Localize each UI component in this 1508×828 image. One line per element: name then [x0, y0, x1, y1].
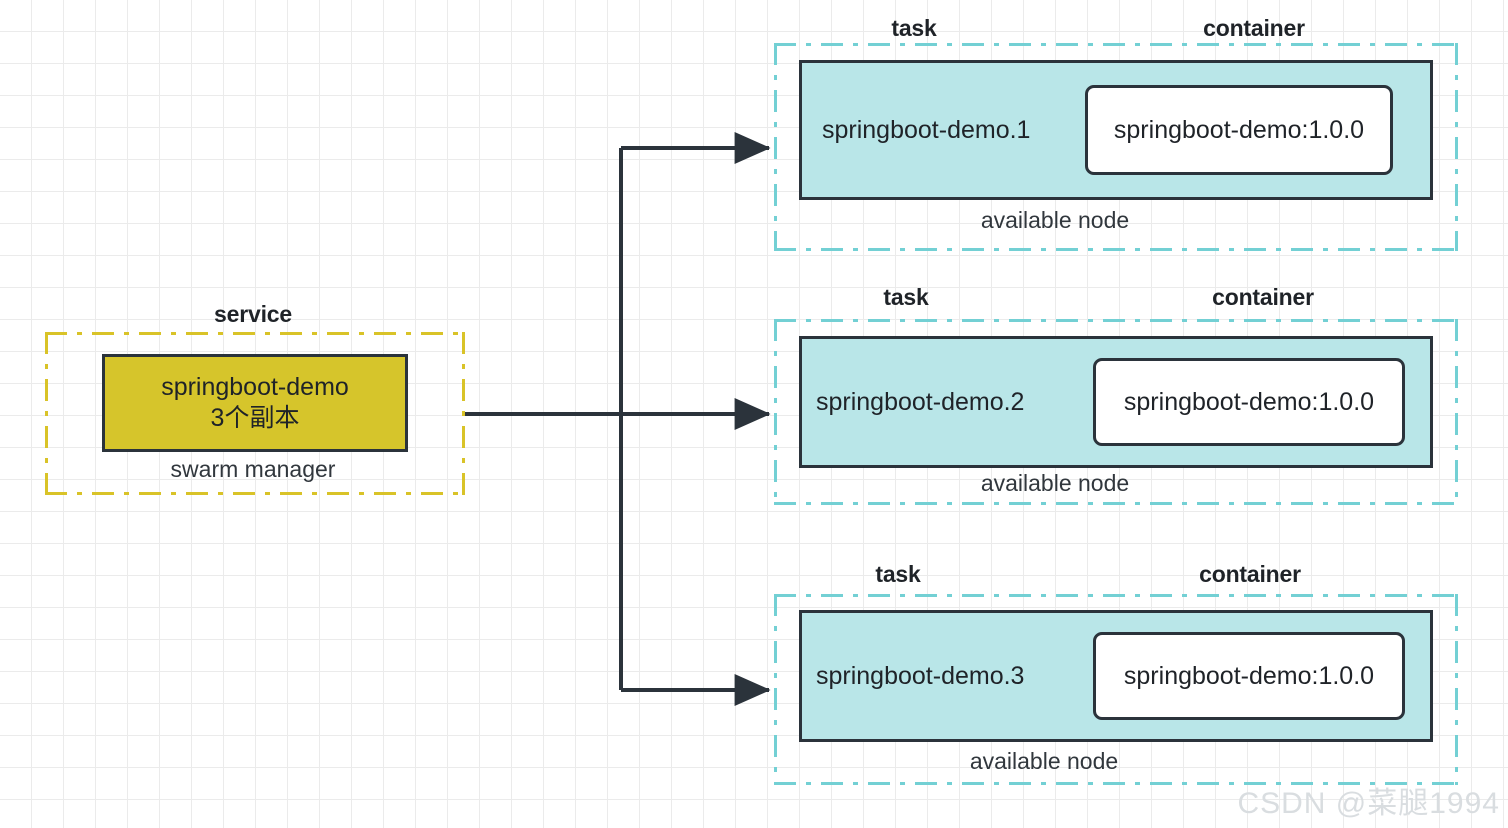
frame-edge-left	[45, 332, 48, 495]
frame-edge-left	[774, 43, 777, 251]
node-1-container-box[interactable]: springboot-demo:1.0.0	[1085, 85, 1393, 175]
node-1-task-label: springboot-demo.1	[822, 115, 1031, 144]
service-group-frame	[45, 332, 465, 495]
node-1-bottom-caption: available node	[980, 207, 1130, 233]
node-2-container-caption: container	[1212, 284, 1314, 310]
node-3-bottom-caption: available node	[969, 748, 1119, 774]
service-caption: service	[214, 301, 292, 327]
service-box[interactable]: springboot-demo 3个副本	[102, 354, 408, 452]
csdn-watermark: CSDN @菜腿1994	[1237, 787, 1500, 820]
node-3-container-box[interactable]: springboot-demo:1.0.0	[1093, 632, 1405, 720]
node-2-frame	[774, 319, 1458, 505]
frame-edge-left	[774, 594, 777, 785]
node-2-task-caption: task	[883, 284, 929, 310]
node-3-container-label: springboot-demo:1.0.0	[1123, 661, 1375, 690]
node-3-frame	[774, 594, 1458, 785]
node-2-bottom-caption: available node	[980, 470, 1130, 496]
node-1-task-caption: task	[891, 15, 937, 41]
node-1-container-label: springboot-demo:1.0.0	[1113, 115, 1365, 144]
frame-edge-right	[1455, 319, 1458, 505]
node-3-task-label: springboot-demo.3	[816, 661, 1025, 690]
node-2-container-box[interactable]: springboot-demo:1.0.0	[1093, 358, 1405, 446]
frame-edge-right	[1455, 43, 1458, 251]
node-2-container-label: springboot-demo:1.0.0	[1123, 387, 1375, 416]
node-3-task-caption: task	[875, 561, 921, 587]
node-3-container-caption: container	[1199, 561, 1301, 587]
service-box-line2: 3个副本	[210, 404, 300, 432]
node-1-frame	[774, 43, 1458, 251]
swarm-manager-caption: swarm manager	[170, 456, 336, 482]
service-box-line1: springboot-demo	[161, 372, 349, 401]
node-1-container-caption: container	[1203, 15, 1305, 41]
frame-edge-right	[1455, 594, 1458, 785]
frame-edge-left	[774, 319, 777, 505]
frame-edge-right	[462, 332, 465, 495]
node-2-task-label: springboot-demo.2	[816, 387, 1025, 416]
